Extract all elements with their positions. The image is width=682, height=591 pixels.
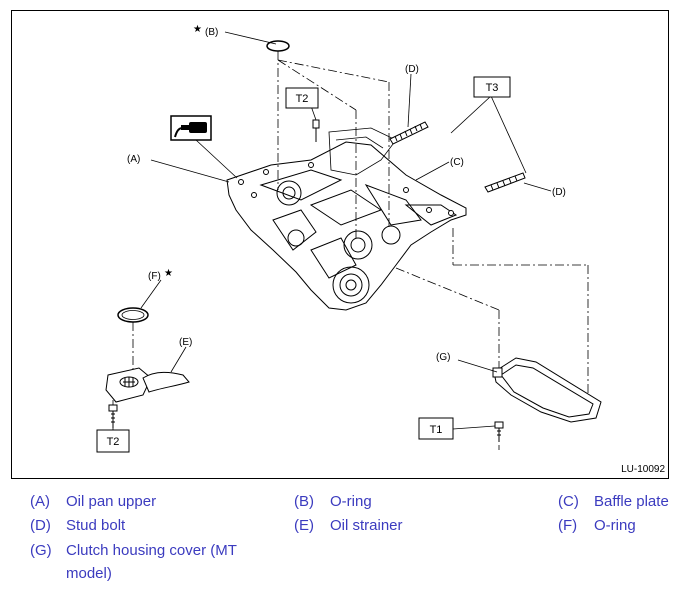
legend-label: Stud bolt bbox=[66, 517, 126, 534]
callout-f: (F) bbox=[148, 271, 161, 282]
figure-frame bbox=[11, 10, 669, 479]
baffle-plate bbox=[328, 127, 397, 176]
torque-box-t2-top: T2 bbox=[285, 87, 319, 109]
leader-lines bbox=[112, 31, 552, 430]
torque-label-t2-bottom: T2 bbox=[107, 436, 120, 448]
legend-key: (F) bbox=[558, 517, 578, 534]
oil-strainer bbox=[105, 367, 190, 403]
torque-box-t3: T3 bbox=[473, 76, 511, 98]
stud-bolt-right bbox=[484, 172, 526, 193]
legend-label: O-ring bbox=[330, 493, 372, 510]
phantom-lines bbox=[112, 51, 589, 450]
legend-key: (D) bbox=[30, 517, 51, 534]
exploded-diagram: T2 T3 T2 T1 ★ (B) (D) (A) (C) (D) (F) ★ … bbox=[11, 10, 669, 479]
sealant-tube-icon bbox=[170, 115, 212, 141]
legend-key: (B) bbox=[294, 493, 314, 510]
legend-label: Clutch housing cover (MT bbox=[66, 542, 237, 559]
legend-label: Oil pan upper bbox=[66, 493, 157, 510]
bolt-t2-bottom bbox=[108, 404, 118, 428]
star-icon-f: ★ bbox=[164, 268, 173, 279]
legend-label: model) bbox=[66, 565, 112, 582]
legend-key: (G) bbox=[30, 542, 52, 559]
callout-e: (E) bbox=[179, 337, 192, 348]
callout-a: (A) bbox=[127, 154, 140, 165]
legend-label: O-ring bbox=[594, 517, 636, 534]
figure-code: LU-10092 bbox=[621, 464, 665, 475]
legend: (A) Oil pan upper (B) O-ring (C) Baffle … bbox=[0, 488, 682, 588]
torque-box-t2-bottom: T2 bbox=[96, 429, 130, 453]
star-icon-b: ★ bbox=[193, 24, 202, 35]
bolt-t2-top bbox=[312, 119, 320, 142]
torque-box-t1: T1 bbox=[418, 417, 454, 440]
oil-pan-upper bbox=[226, 141, 467, 311]
callout-b: (B) bbox=[205, 27, 218, 38]
legend-key: (A) bbox=[30, 493, 50, 510]
torque-label-t1: T1 bbox=[430, 424, 443, 436]
callout-c: (C) bbox=[450, 157, 464, 168]
torque-label-t2-top: T2 bbox=[296, 93, 309, 105]
bolt-t1 bbox=[494, 421, 504, 442]
callout-d-top: (D) bbox=[405, 64, 419, 75]
clutch-housing-cover bbox=[492, 357, 602, 423]
torque-label-t3: T3 bbox=[486, 82, 499, 94]
legend-key: (E) bbox=[294, 517, 314, 534]
legend-key: (C) bbox=[558, 493, 579, 510]
callout-d-right: (D) bbox=[552, 187, 566, 198]
stud-bolt-top bbox=[389, 121, 429, 145]
legend-label: Baffle plate bbox=[594, 493, 669, 510]
legend-label: Oil strainer bbox=[330, 517, 403, 534]
callout-g: (G) bbox=[436, 352, 450, 363]
